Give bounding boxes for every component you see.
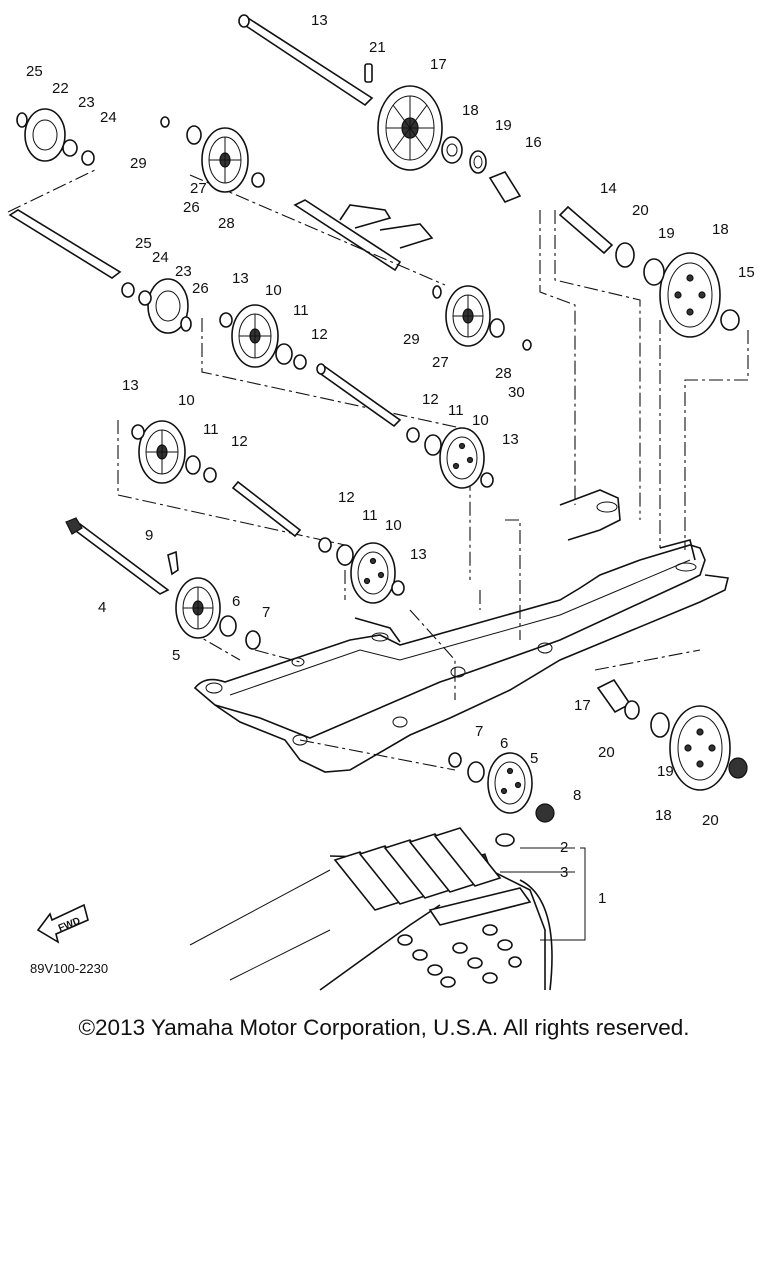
callout: 22 [52, 80, 69, 97]
idler-wheel-10c [439, 427, 485, 489]
wheel-5b [487, 752, 533, 814]
idler-wheel-10a [231, 304, 279, 368]
large-idler-wheel-18b [659, 252, 721, 338]
diagram-part-number: 89V100-2230 [30, 961, 108, 976]
fwd-label: FWD [57, 916, 82, 935]
callout: 26 [183, 199, 200, 216]
callout: 12 [231, 433, 248, 450]
callout: 5 [530, 750, 538, 767]
callout: 13 [410, 546, 427, 563]
wheel-5a [175, 577, 221, 639]
callout: 28 [218, 215, 235, 232]
callout: 29 [403, 331, 420, 348]
idler-wheel-10d [350, 542, 396, 604]
callout: 12 [338, 489, 355, 506]
callout: 14 [600, 180, 617, 197]
callout: 18 [712, 221, 729, 238]
callout: 2 [560, 839, 568, 856]
callout: 24 [152, 249, 169, 266]
callout: 10 [265, 282, 282, 299]
callout: 17 [430, 56, 447, 73]
callout: 25 [26, 63, 43, 80]
idler-wheel-10b [138, 420, 186, 484]
callout: 23 [78, 94, 95, 111]
wheels [16, 85, 748, 875]
callout: 10 [178, 392, 195, 409]
callout: 15 [738, 264, 755, 281]
callout: 3 [560, 864, 568, 881]
idler-shaft [8, 209, 122, 279]
track-studs [397, 924, 522, 988]
callouts: 1 2 3 4 5 5 6 6 7 7 8 9 10 10 10 10 11 1… [26, 12, 755, 907]
callout: 6 [500, 735, 508, 752]
callout: 27 [432, 354, 449, 371]
callout: 20 [598, 744, 615, 761]
track-cleats [333, 827, 532, 926]
callout: 9 [145, 527, 153, 544]
callout: 30 [508, 384, 525, 401]
large-idler-wheel-18a [377, 85, 443, 171]
callout: 13 [232, 270, 249, 287]
callout: 12 [422, 391, 439, 408]
callout: 16 [525, 134, 542, 151]
callout: 24 [100, 109, 117, 126]
leader-lines [7, 169, 749, 771]
callout: 13 [502, 431, 519, 448]
callout: 23 [175, 263, 192, 280]
large-idler-wheel-18c [669, 705, 731, 791]
callout: 13 [122, 377, 139, 394]
callout: 25 [135, 235, 152, 252]
callout: 17 [574, 697, 591, 714]
callout: 18 [655, 807, 672, 824]
callout: 12 [311, 326, 328, 343]
callout: 19 [658, 225, 675, 242]
callout: 20 [702, 812, 719, 829]
callout: 7 [262, 604, 270, 621]
copyright-notice: ©2013 Yamaha Motor Corporation, U.S.A. A… [78, 1015, 690, 1040]
callout: 19 [495, 117, 512, 134]
pin [364, 63, 373, 83]
idler-wheel-27b [445, 285, 491, 347]
callout: 13 [311, 12, 328, 29]
callout: 6 [232, 593, 240, 610]
callout: 11 [293, 302, 309, 319]
callout: 5 [172, 647, 180, 664]
callout: 8 [573, 787, 581, 804]
callout: 11 [362, 507, 378, 524]
shafts [8, 14, 614, 595]
exploded-parts-diagram: FWD 89V100-2230 1 2 3 4 5 5 6 6 7 7 8 9 … [7, 12, 755, 991]
callout: 19 [657, 763, 674, 780]
callout: 10 [385, 517, 402, 534]
rear-axle-shaft [238, 17, 374, 107]
callout: 18 [462, 102, 479, 119]
callout: 26 [192, 280, 209, 297]
callout: 1 [598, 890, 606, 907]
callout: 20 [632, 202, 649, 219]
callout: 29 [130, 155, 147, 172]
slide-rail-frame [193, 199, 729, 773]
callout: 27 [190, 180, 207, 197]
fwd-arrow: FWD [36, 903, 89, 944]
idler-wheel-27a [201, 127, 249, 193]
callout: 21 [369, 39, 386, 56]
callout: 10 [472, 412, 489, 429]
bolt [70, 523, 170, 595]
callout: 4 [98, 599, 106, 616]
track [189, 827, 586, 991]
tube [558, 205, 614, 255]
callout: 7 [475, 723, 483, 740]
callout: 28 [495, 365, 512, 382]
callout: 11 [203, 421, 219, 438]
callout: 11 [448, 402, 464, 419]
